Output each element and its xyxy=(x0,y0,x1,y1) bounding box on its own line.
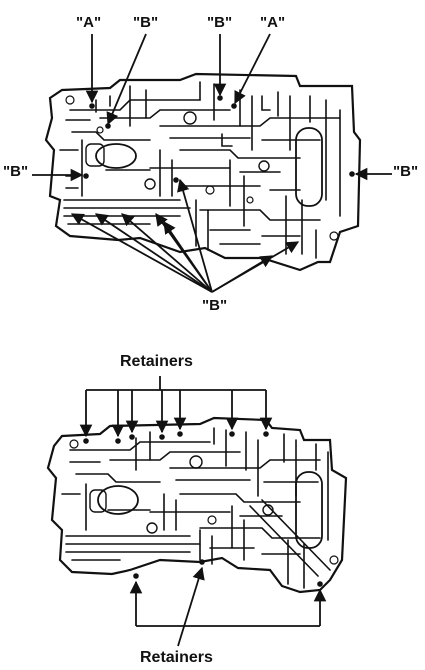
label-b-side-right: "B" xyxy=(393,163,419,180)
retainer-dots xyxy=(83,431,323,587)
label-b-top-left: "B" xyxy=(133,14,159,31)
bottom-valve-body-plate xyxy=(46,416,348,594)
label-retainers-bottom: Retainers xyxy=(140,649,213,666)
label-b-bottom: "B" xyxy=(202,297,228,314)
top-valve-body-plate xyxy=(44,72,362,272)
label-retainers-top: Retainers xyxy=(120,353,193,370)
label-a-right: "A" xyxy=(260,14,286,31)
label-b-side-left: "B" xyxy=(3,163,29,180)
retainers-top-bracket xyxy=(79,376,273,438)
label-b-top-right: "B" xyxy=(207,14,233,31)
label-a-left: "A" xyxy=(76,14,102,31)
retainers-bottom-bracket xyxy=(129,566,327,647)
top-callout-arrows xyxy=(32,33,392,293)
